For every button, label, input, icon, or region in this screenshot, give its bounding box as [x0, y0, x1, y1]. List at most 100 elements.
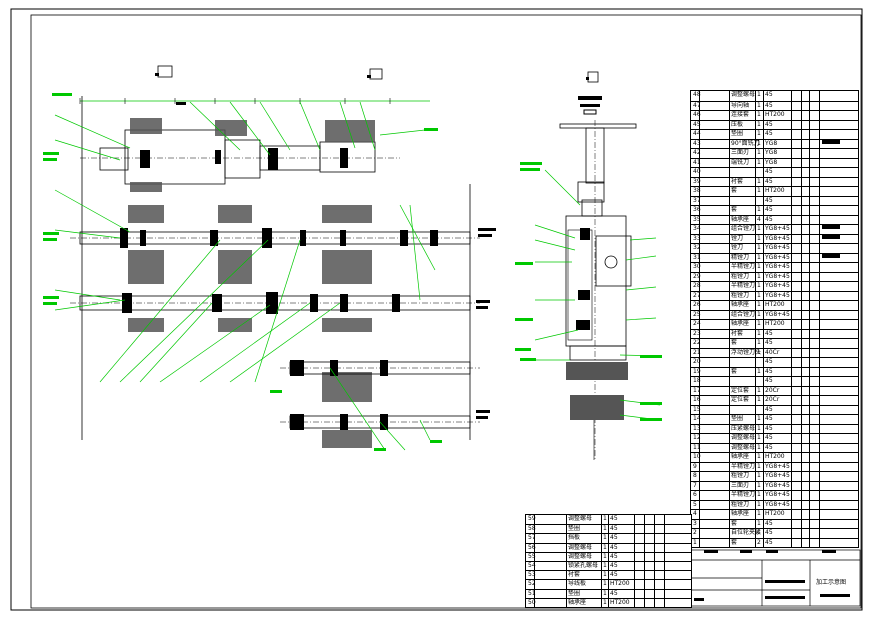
bom-cell-mat: 20Cr — [765, 386, 780, 394]
bom-cell-name: 镗刀 — [731, 234, 744, 242]
bom-column-rule — [809, 519, 810, 529]
bom-cell-mat: YG8+45 — [765, 225, 790, 232]
bom-column-rule — [644, 525, 645, 535]
bom-column-rule — [755, 130, 756, 140]
bom-cell-mat: 45 — [765, 434, 773, 441]
bom-column-rule — [729, 253, 730, 263]
bom-cell-qty: 1 — [757, 415, 761, 422]
bom-column-rule — [791, 215, 792, 225]
bom-column-rule — [534, 515, 535, 525]
bom-column-rule — [763, 500, 764, 510]
bom-column-rule — [699, 329, 700, 339]
bom-column-rule — [809, 415, 810, 425]
bom-cell-name: 粗镗刀 — [731, 291, 750, 299]
bom-column-rule — [534, 543, 535, 553]
bom-cell-qty: 1 — [757, 367, 761, 375]
bom-cell-no: 21 — [693, 348, 701, 356]
bom-column-rule — [791, 187, 792, 197]
bom-cell-qty: 1 — [757, 272, 761, 280]
bom-column-rule — [608, 543, 609, 553]
bom-column-rule — [809, 396, 810, 406]
bom-cell-qty: 1 — [603, 562, 607, 569]
bom-column-rule — [534, 571, 535, 581]
bom-column-rule — [729, 111, 730, 121]
bom-cell-qty: 1 — [757, 101, 761, 109]
bom-column-rule — [819, 358, 820, 368]
bom-column-rule — [654, 552, 655, 562]
bom-cell-name: 导线板 — [568, 580, 587, 588]
bom-cell-no: 38 — [693, 187, 701, 194]
bom-column-rule — [801, 263, 802, 273]
bom-cell-name: 锁紧孔螺母 — [568, 562, 599, 569]
bom-column-rule — [755, 101, 756, 111]
bom-column-rule — [729, 234, 730, 244]
bom-column-rule — [729, 405, 730, 415]
bom-column-rule — [654, 515, 655, 525]
bom-column-rule — [819, 91, 820, 101]
bom-cell-mat: 45 — [765, 405, 773, 413]
bom-column-rule — [791, 234, 792, 244]
bom-cell-no: 50 — [528, 598, 536, 606]
bom-column-rule — [809, 472, 810, 482]
bom-column-rule — [699, 244, 700, 254]
bom-column-rule — [819, 329, 820, 339]
bom-cell-name: 三面刃 — [731, 149, 750, 156]
bom-cell-qty: 1 — [757, 396, 761, 403]
bom-column-rule — [763, 510, 764, 520]
bom-cell-qty: 1 — [603, 543, 607, 551]
bom-column-rule — [801, 519, 802, 529]
bom-cell-qty: 1 — [757, 206, 761, 213]
bom-cell-qty: 1 — [757, 158, 761, 166]
bom-column-rule — [791, 434, 792, 444]
bom-cell-mat: YG8+45 — [765, 472, 790, 479]
bom-column-rule — [729, 367, 730, 377]
bom-column-rule — [729, 177, 730, 187]
bom-column-rule — [729, 120, 730, 130]
bom-cell-no: 42 — [693, 149, 701, 156]
bom-column-rule — [729, 434, 730, 444]
bom-cell-no: 34 — [693, 225, 701, 232]
bom-column-rule — [755, 111, 756, 121]
bom-column-rule — [654, 571, 655, 581]
bom-column-rule — [755, 453, 756, 463]
bom-cell-no: 59 — [528, 515, 536, 522]
bom-column-rule — [791, 244, 792, 254]
bom-column-rule — [801, 500, 802, 510]
bom-cell-mat: 45 — [765, 339, 773, 346]
bom-column-rule — [801, 291, 802, 301]
bom-column-rule — [601, 515, 602, 525]
bom-column-rule — [791, 453, 792, 463]
bom-column-rule — [801, 111, 802, 121]
bom-cell-mat: HT200 — [765, 510, 785, 517]
bom-column-rule — [699, 111, 700, 121]
bom-column-rule — [729, 519, 730, 529]
bom-cell-mat: HT200 — [610, 598, 630, 606]
bom-column-rule — [801, 434, 802, 444]
bom-column-rule — [699, 424, 700, 434]
bom-column-rule — [801, 339, 802, 349]
bom-column-rule — [791, 424, 792, 434]
bom-cell-qty: 1 — [757, 187, 761, 194]
bom-cell-mat: YG8+45 — [765, 291, 790, 299]
bom-column-rule — [819, 434, 820, 444]
bom-cell-no: 27 — [693, 291, 701, 299]
bom-column-rule — [699, 538, 700, 548]
bom-column-rule — [801, 301, 802, 311]
bom-cell-name: 调整螺母 — [568, 515, 593, 522]
bom-cell-name: 三面刃 — [731, 481, 750, 489]
bom-column-rule — [763, 472, 764, 482]
bom-cell-no: 1 — [693, 538, 697, 546]
bom-cell-mat: YG8 — [765, 149, 778, 156]
bom-column-rule — [809, 510, 810, 520]
bom-column-rule — [801, 158, 802, 168]
bom-column-rule — [819, 234, 820, 244]
bom-column-rule — [791, 348, 792, 358]
bom-column-rule — [729, 538, 730, 548]
bom-column-rule — [664, 598, 665, 608]
bom-column-rule — [791, 272, 792, 282]
bom-column-rule — [801, 405, 802, 415]
